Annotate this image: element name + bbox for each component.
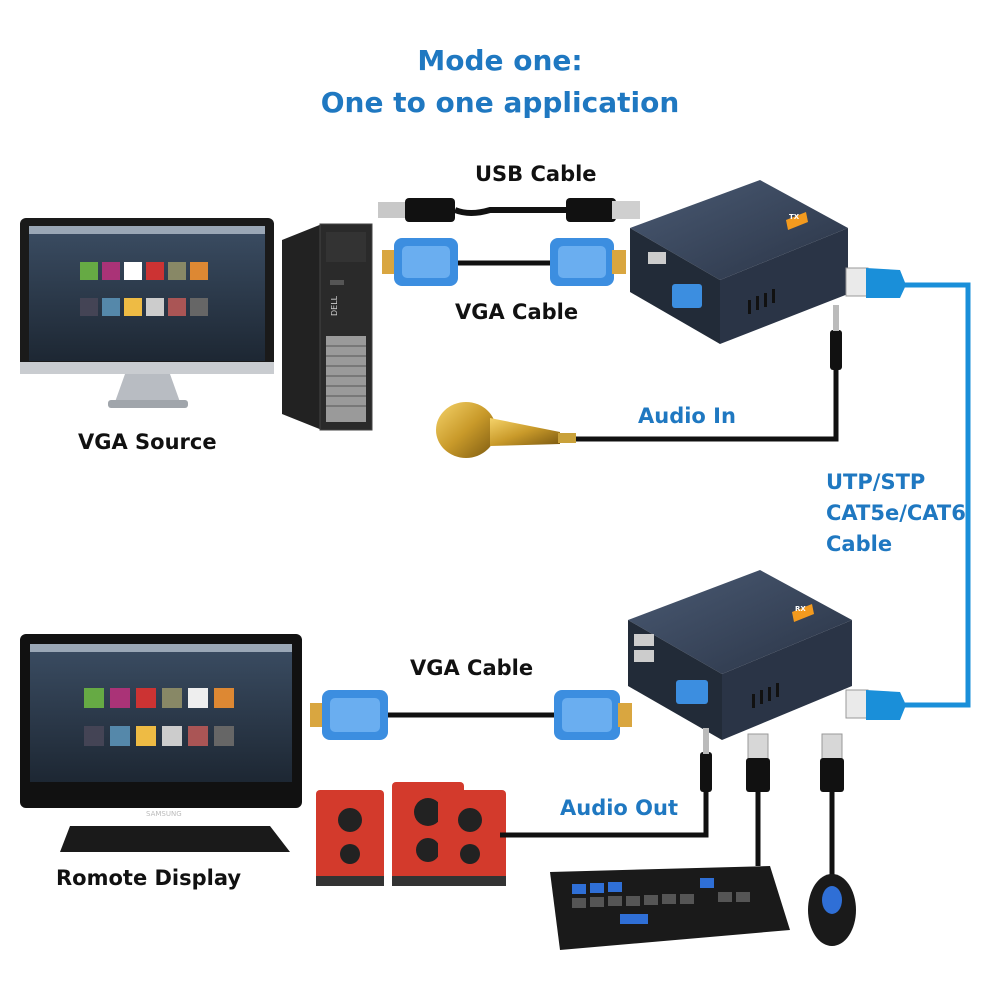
microphone-icon [436, 402, 576, 458]
utp-cable [905, 282, 971, 708]
tx-extender-box-icon [630, 180, 848, 344]
vga-cable-bottom [310, 690, 632, 740]
audio-in-label: Audio In [638, 404, 736, 428]
utp-label-line3: Cable [826, 532, 893, 556]
utp-label-line1: UTP/STP [826, 470, 926, 494]
pc-tower-icon [282, 223, 373, 431]
usb-cable-label: USB Cable [475, 162, 597, 186]
pc-brand-label: DELL [330, 295, 339, 316]
page-subtitle: One to one application [320, 86, 680, 119]
mouse-icon [808, 874, 856, 946]
usb-keyboard-connector-icon [746, 733, 770, 866]
monitor-brand-label: SAMSUNG [146, 810, 182, 818]
usb-cable-top [378, 198, 640, 222]
rj45-plug-bottom-icon [845, 689, 906, 720]
audio-in-cable [576, 370, 839, 442]
utp-label-line2: CAT5e/CAT6 [826, 501, 966, 525]
rj45-plug-top-icon [845, 267, 906, 298]
page-title: Mode one: [417, 44, 583, 77]
audio-out-label: Audio Out [560, 796, 679, 820]
audio-out-cable [500, 790, 709, 838]
speaker-icon [316, 782, 506, 886]
rx-badge: RX [795, 605, 806, 613]
vga-cable-top-label: VGA Cable [455, 300, 579, 324]
audio-jack-bottom-icon [700, 728, 712, 792]
source-monitor-icon [20, 218, 274, 408]
usb-mouse-connector-icon [820, 733, 844, 878]
vga-cable-bottom-label: VGA Cable [410, 656, 534, 680]
keyboard-icon [550, 866, 790, 950]
vga-cable-top [382, 238, 626, 286]
vga-source-label: VGA Source [78, 430, 217, 454]
remote-monitor-icon [20, 634, 302, 852]
rx-extender-box-icon [628, 570, 852, 740]
remote-display-label: Romote Display [56, 866, 242, 890]
audio-jack-top-icon [830, 305, 842, 370]
tx-badge: TX [789, 213, 800, 221]
